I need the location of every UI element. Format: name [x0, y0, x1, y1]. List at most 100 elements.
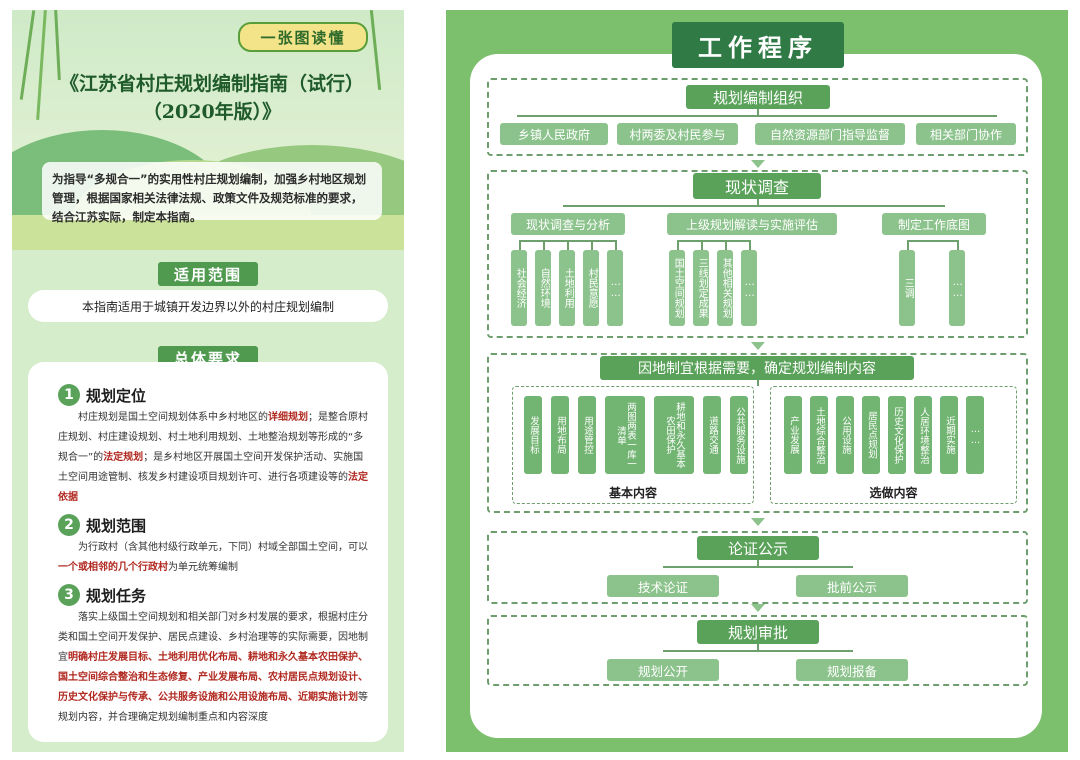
content-item: 用途管控 [578, 396, 596, 474]
content-item: 用地布局 [551, 396, 569, 474]
content-item: 人居环境整治 [914, 396, 932, 474]
content-item: 土地综合整治 [810, 396, 828, 474]
content-header: 因地制宜根据需要，确定规划编制内容 [600, 356, 914, 380]
connector [907, 240, 909, 250]
intro-text: 为指导“多规合一”的实用性村庄规划编制，加强乡村地区规划管理，根据国家相关法律法… [52, 172, 367, 224]
survey-header-text: 现状调查 [724, 178, 789, 197]
connector [757, 109, 759, 116]
approval-header: 规划审批 [697, 620, 819, 644]
doc-title: 《江苏省村庄规划编制指南（试行）（2020年版）》 [52, 68, 372, 128]
requirement-body: 为行政村（含其他村级行政单元，下同）村域全部国土空间，可以一个或相邻的几个行政村… [58, 538, 368, 578]
content-header-text: 因地制宜根据需要，确定规划编制内容 [638, 361, 876, 377]
body-text: ；是整合原村庄规划、村庄建设规划、村土地利用规划、土地整治规划等形成的“多规合一… [58, 412, 368, 463]
body-text: 村庄规划是国土空间规划体系中乡村地区的 [78, 412, 268, 423]
survey-item-label: 其他相关规划 [720, 258, 732, 318]
content-item-label: 耕地和永久基本农田保护 [664, 401, 685, 469]
survey-group-3: 制定工作底图 [882, 213, 986, 235]
survey-item-label: 社会经济 [514, 268, 526, 308]
content-item-label: 用地布局 [554, 416, 566, 454]
section-review [487, 531, 1028, 604]
willow-branch [19, 10, 36, 100]
requirement-title: 规划范围 [86, 516, 147, 535]
connector [563, 205, 945, 207]
survey-item-label: …… [744, 277, 756, 299]
connector [757, 380, 759, 386]
content-item: 居民点规划 [862, 396, 880, 474]
survey-group-1: 现状调查与分析 [511, 213, 625, 235]
survey-item: 三线划定成果 [693, 250, 709, 326]
content-item-label: …… [969, 424, 981, 446]
content-item: 公用设施 [836, 396, 854, 474]
process-title-text: 工作程序 [698, 33, 818, 62]
requirement-body: 村庄规划是国土空间规划体系中乡村地区的详细规划；是整合原村庄规划、村庄建设规划、… [58, 408, 368, 508]
connector [677, 240, 751, 242]
process-title: 工作程序 [672, 22, 844, 68]
organize-header-text: 规划编制组织 [712, 88, 803, 107]
organize-box-1: 乡镇人民政府 [500, 123, 608, 145]
survey-item-label: 村民意愿 [586, 268, 598, 308]
content-item: 历史文化保护 [888, 396, 906, 474]
connector [517, 115, 997, 117]
organize-box-label: 自然资源部门指导监督 [769, 127, 890, 142]
body-text: ；是乡村地区开展国土空间开发保护活动、实施国土空间用途管制、核发乡村建设项目规划… [58, 452, 364, 483]
content-item: 近期实施 [940, 396, 958, 474]
survey-item: …… [741, 250, 757, 326]
connector [663, 650, 853, 652]
review-box-1: 技术论证 [607, 575, 719, 597]
survey-item-label: …… [952, 277, 964, 299]
content-item: 道路交通 [703, 396, 721, 474]
section-approval [487, 615, 1028, 686]
connector [519, 240, 521, 250]
content-item: 发展目标 [524, 396, 542, 474]
basic-content-label-text: 基本内容 [608, 485, 657, 500]
organize-box-label: 相关部门协作 [929, 127, 1002, 142]
body-text: 等规划内容，并合理确定规划编制重点和内容深度 [58, 692, 368, 723]
body-text: 落实上级国土空间规划和相关部门对乡村发展的要求，根据村庄分类和国土空间开发保护、… [58, 612, 368, 663]
survey-item: 其他相关规划 [717, 250, 733, 326]
survey-item: …… [949, 250, 965, 326]
connector [957, 240, 959, 250]
requirement-title: 规划定位 [86, 386, 147, 405]
doc-title-text: 《江苏省村庄规划编制指南（试行）（2020年版）》 [59, 73, 364, 123]
content-item: 耕地和永久基本农田保护 [654, 396, 694, 474]
highlight-text: 法定依据 [58, 472, 368, 503]
survey-item: 村民意愿 [583, 250, 599, 326]
survey-item-label: …… [610, 277, 622, 299]
flow-arrow [751, 160, 765, 168]
left-panel: 一张图读懂 《江苏省村庄规划编制指南（试行）（2020年版）》 为指导“多规合一… [12, 10, 404, 752]
highlight-text: 法定规划 [103, 452, 144, 463]
flow-arrow [751, 604, 765, 612]
flow-arrow [751, 342, 765, 350]
connector [757, 644, 759, 651]
content-item: 公共服务设施 [730, 396, 748, 474]
requirement-number: 3 [58, 584, 80, 606]
scope-box: 本指南适用于城镇开发边界以外的村庄规划编制 [28, 290, 388, 322]
connector [725, 240, 727, 250]
survey-item: 土地利用 [559, 250, 575, 326]
connector [677, 240, 679, 250]
banner-text: 一张图读懂 [260, 28, 346, 47]
organize-box-3: 自然资源部门指导监督 [755, 123, 905, 145]
survey-item: 国土空间规划 [669, 250, 685, 326]
content-item-label: 发展目标 [527, 416, 539, 454]
connector [663, 566, 853, 568]
section-survey [487, 170, 1028, 338]
basic-content-group [512, 386, 754, 504]
connector [591, 240, 593, 250]
willow-branch [36, 10, 47, 120]
requirement-number: 2 [58, 514, 80, 536]
approval-box-2: 规划报备 [796, 659, 908, 681]
review-box-2: 批前公示 [796, 575, 908, 597]
content-item-label: 产业发展 [787, 416, 799, 454]
body-text: 为单元统筹编制 [168, 562, 238, 573]
scope-text: 本指南适用于城镇开发边界以外的村庄规划编制 [81, 299, 334, 314]
content-item-label: 居民点规划 [865, 411, 877, 459]
content-item: …… [966, 396, 984, 474]
content-item-label: 历史文化保护 [891, 406, 903, 464]
content-item-label: 公共服务设施 [733, 406, 745, 464]
content-item-label: 公用设施 [839, 416, 851, 454]
field-shape [12, 215, 404, 250]
survey-group-label: 上级规划解读与实施评估 [685, 217, 818, 232]
requirement-body: 落实上级国土空间规划和相关部门对乡村发展的要求，根据村庄分类和国土空间开发保护、… [58, 608, 368, 728]
